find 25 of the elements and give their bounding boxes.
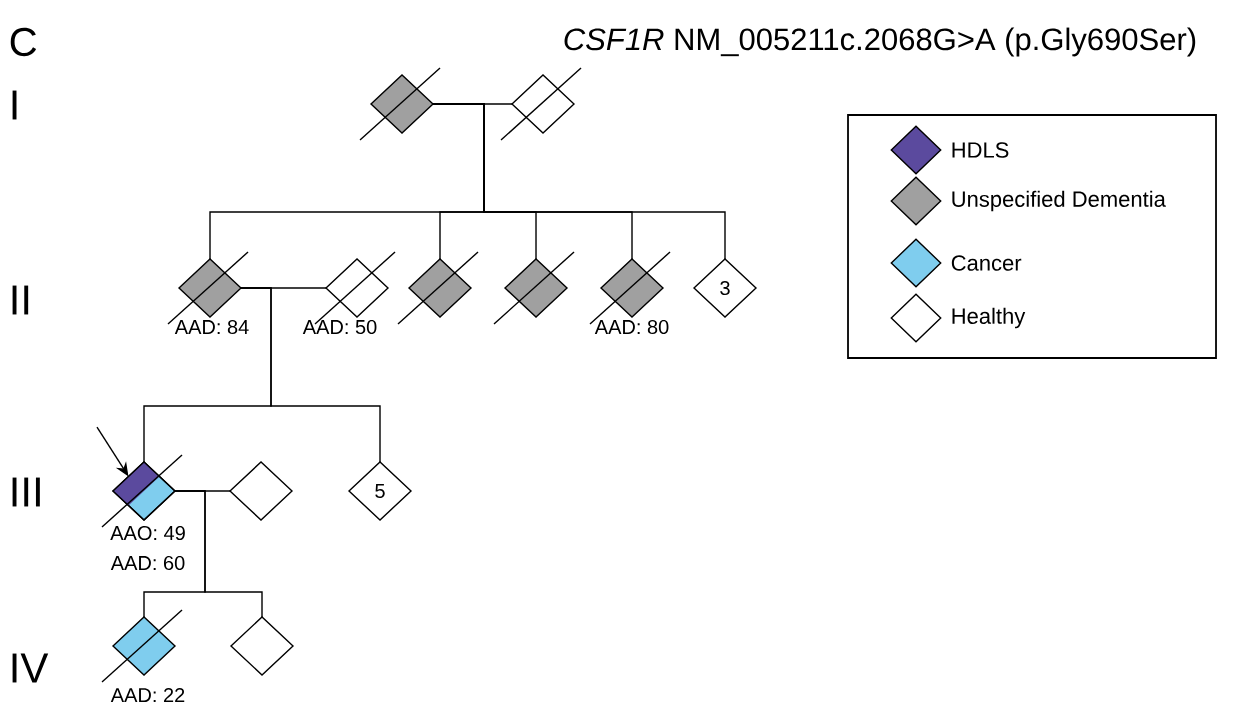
generation-label: IV [12,653,49,683]
generation-label: I [12,90,17,120]
pedigree-symbol [397,251,479,325]
descent-line [174,490,263,618]
pedigree-symbol [500,67,582,141]
legend-item: Unspecified Dementia [890,176,1166,226]
age-label: AAD: 22 [110,688,185,702]
age-label: AAD: 50 [302,319,377,335]
generation-label: II [12,285,29,315]
title: CSF1R NM_005211c.2068G>A (p.Gly690Ser) [564,27,1196,57]
panel-letter: C [10,27,37,57]
legend-item: Healthy [890,293,1026,343]
age-label: AAD: 60 [110,555,185,571]
age-label: AAD: 84 [174,319,249,335]
age-label: AAO: 49 [110,525,185,541]
pedigree-symbol [493,251,575,325]
pedigree-symbol [359,67,441,141]
descent-line [432,103,726,260]
age-label: AAD: 80 [594,319,669,335]
generation-label: III [12,477,40,507]
pedigree-symbol [101,609,183,683]
descent-line [240,287,381,463]
pedigree-symbol [101,454,183,528]
legend-item: HDLS [890,125,1009,175]
legend-item: Cancer [890,238,1022,288]
